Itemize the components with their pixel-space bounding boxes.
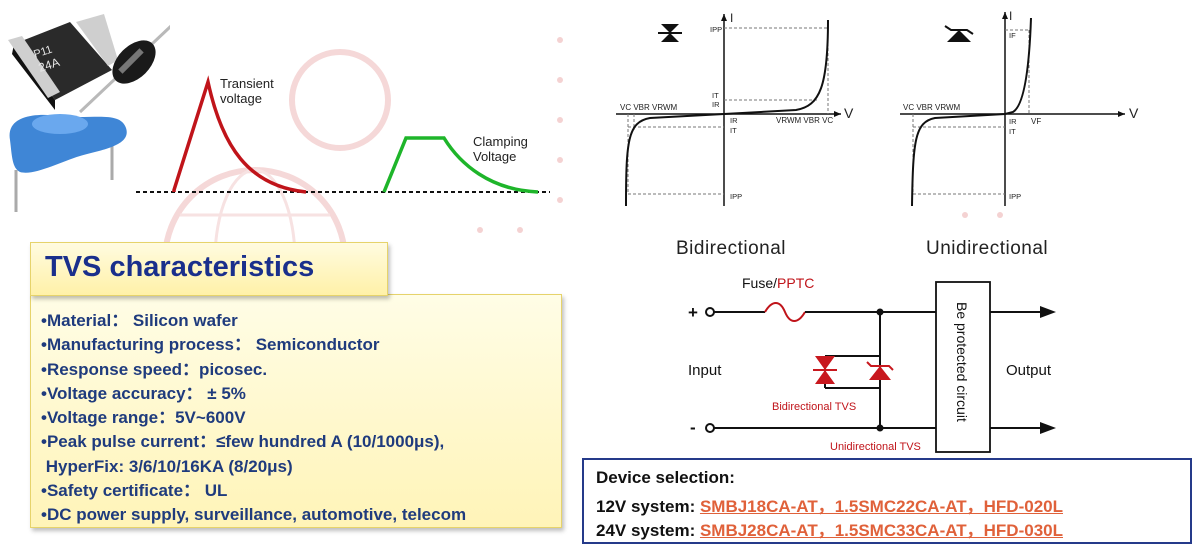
characteristic-item: HyperFix: 3/6/10/16KA (8/20μs) (41, 456, 293, 476)
junction-dot (876, 424, 884, 432)
axis-i-label: I (730, 11, 733, 25)
fuse-label: Fuse/ (742, 275, 777, 291)
iv-characteristic-line (911, 17, 1032, 207)
parts-12v-link[interactable]: SMBJ18CA-AT，1.5SMC22CA-AT，HFD-020L (699, 497, 1063, 516)
tvs-component-photos: P11 24A (8, 14, 170, 212)
unidirectional-tvs-symbol (866, 361, 894, 380)
ir-top-label: IR (712, 100, 720, 109)
left-voltage-labels: VC VBR VRWM (620, 103, 678, 112)
protected-circuit-block (935, 281, 991, 453)
protection-circuit-diagram: Fuse/PPTC + - Input Output Bidirectional… (688, 275, 1056, 453)
characteristic-item: •Safety certificate： UL (41, 481, 228, 501)
characteristics-list: •Material： Silicon wafer •Manufacturing … (31, 295, 561, 528)
unidirectional-iv-curve: I V IF IR IT IPP VF VC VBR VRWM (900, 9, 1139, 207)
characteristic-item: •Voltage accuracy： ± 5% (41, 383, 246, 403)
clamping-waveform (382, 136, 539, 194)
device-selection-title: Device selection: (596, 468, 735, 487)
unidirectional-tvs-label: Unidirectional TVS (830, 441, 921, 453)
ipp-label: IPP (1009, 192, 1021, 201)
characteristic-item: •Voltage range：5V~600V (41, 408, 246, 428)
smd-package-image: P11 24A (8, 14, 118, 110)
parts-24v-link[interactable]: SMBJ28CA-AT，1.5SMC33CA-AT，HFD-030L (699, 521, 1063, 540)
it-top-label: IT (712, 91, 719, 100)
output-label: Output (1006, 362, 1052, 379)
left-voltage-labels: VC VBR VRWM (903, 103, 961, 112)
axis-v-label: V (844, 105, 854, 121)
input-label: Input (688, 362, 722, 379)
plus-terminal: + (688, 303, 698, 322)
transient-voltage-label: Transient voltage (220, 76, 274, 106)
bidirectional-tvs-label: Bidirectional TVS (772, 401, 856, 413)
characteristics-title-box: TVS characteristics (30, 242, 388, 296)
unidirectional-caption: Unidirectional (926, 238, 1049, 259)
characteristic-item: •Peak pulse current：≤few hundred A (10/1… (41, 432, 445, 452)
waveform-illustration: Transient voltage Clamping Voltage (130, 60, 570, 210)
system-24v-label: 24V system: (596, 521, 700, 540)
axis-v-label: V (1129, 105, 1139, 121)
junction-dot (876, 308, 884, 316)
marking-line2: 24A (37, 55, 62, 75)
bidirectional-iv-curve: I V IPP IT IR IR IT IPP VC VBR VRWM VRWM… (616, 11, 854, 207)
axis-i-label: I (1009, 9, 1012, 23)
minus-terminal: - (690, 418, 696, 437)
iv-characteristic-line (625, 19, 829, 207)
characteristic-item: •Material： Silicon wafer (41, 311, 238, 330)
protected-circuit-label: Be protected circuit (954, 302, 970, 422)
device-row-12v: 12V system: SMBJ18CA-AT，1.5SMC22CA-AT，HF… (596, 492, 1063, 517)
marking-line1: P11 (32, 44, 54, 61)
unidirectional-diode-symbol (947, 30, 971, 42)
ir-bottom-label: IR (730, 116, 738, 125)
bidirectional-tvs-symbol (813, 356, 837, 384)
transient-waveform (172, 75, 307, 194)
clamping-voltage-label: Clamping Voltage (473, 134, 528, 164)
device-row-24v: 24V system: SMBJ28CA-AT，1.5SMC33CA-AT，HF… (596, 516, 1063, 541)
ir-label: IR (1009, 117, 1017, 126)
ipp-bottom-label: IPP (730, 192, 742, 201)
deco-circle (289, 49, 391, 151)
characteristic-item: •Response speed：picosec. (41, 359, 268, 379)
it-label: IT (1009, 127, 1016, 136)
device-selection-box: Device selection: 12V system: SMBJ18CA-A… (582, 458, 1192, 544)
ipp-top-label: IPP (710, 25, 722, 34)
characteristics-list-box: •Material： Silicon wafer •Manufacturing … (30, 294, 562, 528)
if-label: IF (1009, 31, 1016, 40)
characteristics-title: TVS characteristics (45, 251, 315, 283)
it-bottom-label: IT (730, 126, 737, 135)
system-12v-label: 12V system: (596, 497, 700, 516)
bidirectional-caption: Bidirectional (676, 238, 786, 259)
svg-text:Fuse/PPTC: Fuse/PPTC (742, 275, 814, 291)
right-voltage-labels: VRWM VBR VC (776, 116, 833, 125)
axial-diode-image (78, 24, 170, 114)
pptc-label: PPTC (777, 275, 814, 291)
vf-label: VF (1031, 117, 1041, 126)
radial-tvs-image (9, 114, 127, 212)
characteristic-item: •Manufacturing process： Semiconductor (41, 335, 380, 355)
characteristic-item: •DC power supply, surveillance, automoti… (41, 505, 467, 525)
